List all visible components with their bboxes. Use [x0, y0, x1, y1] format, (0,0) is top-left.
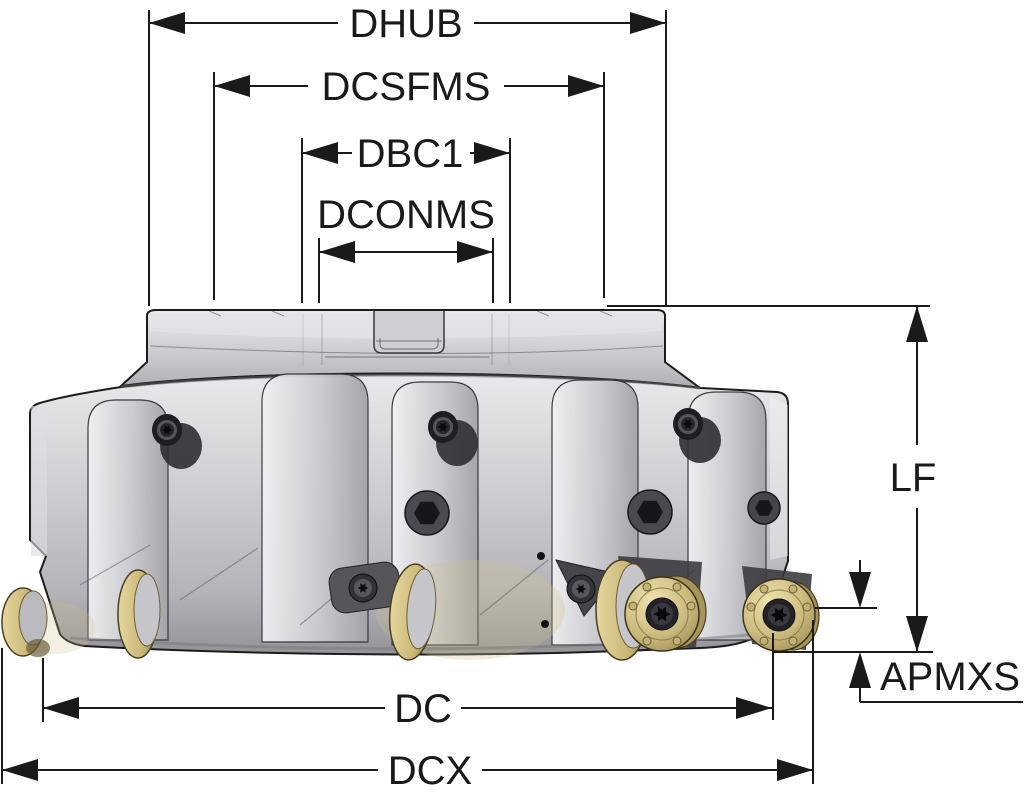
dimension-dbc1: DBC1 [301, 132, 511, 303]
round-insert-face-view [742, 578, 820, 652]
arrow-left-icon [2, 759, 38, 781]
arrow-down-icon [849, 572, 871, 608]
insert-clamp-screw [555, 559, 619, 617]
arrow-up-icon [849, 652, 871, 688]
arrow-up-icon [906, 306, 928, 342]
arrow-right-icon [630, 12, 666, 34]
arrow-left-icon [149, 12, 185, 34]
dimension-dcx: DCX [1, 620, 814, 793]
dbc1-label: DBC1 [357, 132, 464, 176]
dimension-lf: LF [607, 305, 937, 653]
lf-label: LF [890, 456, 937, 500]
arrow-left-icon [43, 697, 79, 719]
hex-socket-screw [627, 489, 673, 535]
dimension-dcsfms: DCSFMS [213, 65, 605, 300]
arrow-left-icon [319, 241, 355, 263]
round-insert-face-view [624, 575, 707, 652]
insert-clamp-screw [328, 561, 402, 614]
dimension-apmxs: APMXS [815, 560, 1023, 703]
arrow-right-icon [777, 759, 813, 781]
round-insert-side-view [117, 569, 161, 659]
apmxs-label: APMXS [880, 655, 1020, 699]
arrow-down-icon [906, 616, 928, 652]
dimension-dconms: DCONMS [317, 193, 495, 303]
round-insert-side-view [1, 587, 50, 657]
dcx-label: DCX [388, 749, 472, 793]
round-insert-side-view [388, 563, 437, 661]
torx-screw [428, 411, 478, 466]
cutter-hub [118, 309, 701, 389]
dc-label: DC [394, 687, 452, 731]
arrow-right-icon [457, 241, 493, 263]
arrow-left-icon [302, 142, 338, 164]
torx-screw [152, 414, 202, 469]
dimension-dhub: DHUB [148, 2, 667, 306]
dcsfms-label: DCSFMS [322, 65, 491, 109]
hex-socket-screw [404, 490, 450, 536]
dimension-dc: DC [42, 633, 774, 731]
dhub-label: DHUB [349, 2, 462, 46]
torx-screw [673, 408, 721, 463]
hex-socket-screw [747, 491, 781, 525]
arrow-left-icon [214, 75, 250, 97]
hub-drive-slot [373, 311, 445, 354]
arrow-right-icon [568, 75, 604, 97]
dconms-label: DCONMS [317, 193, 495, 237]
arrow-right-icon [736, 697, 772, 719]
milling-cutter-illustration [1, 309, 820, 661]
arrow-right-icon [474, 142, 510, 164]
